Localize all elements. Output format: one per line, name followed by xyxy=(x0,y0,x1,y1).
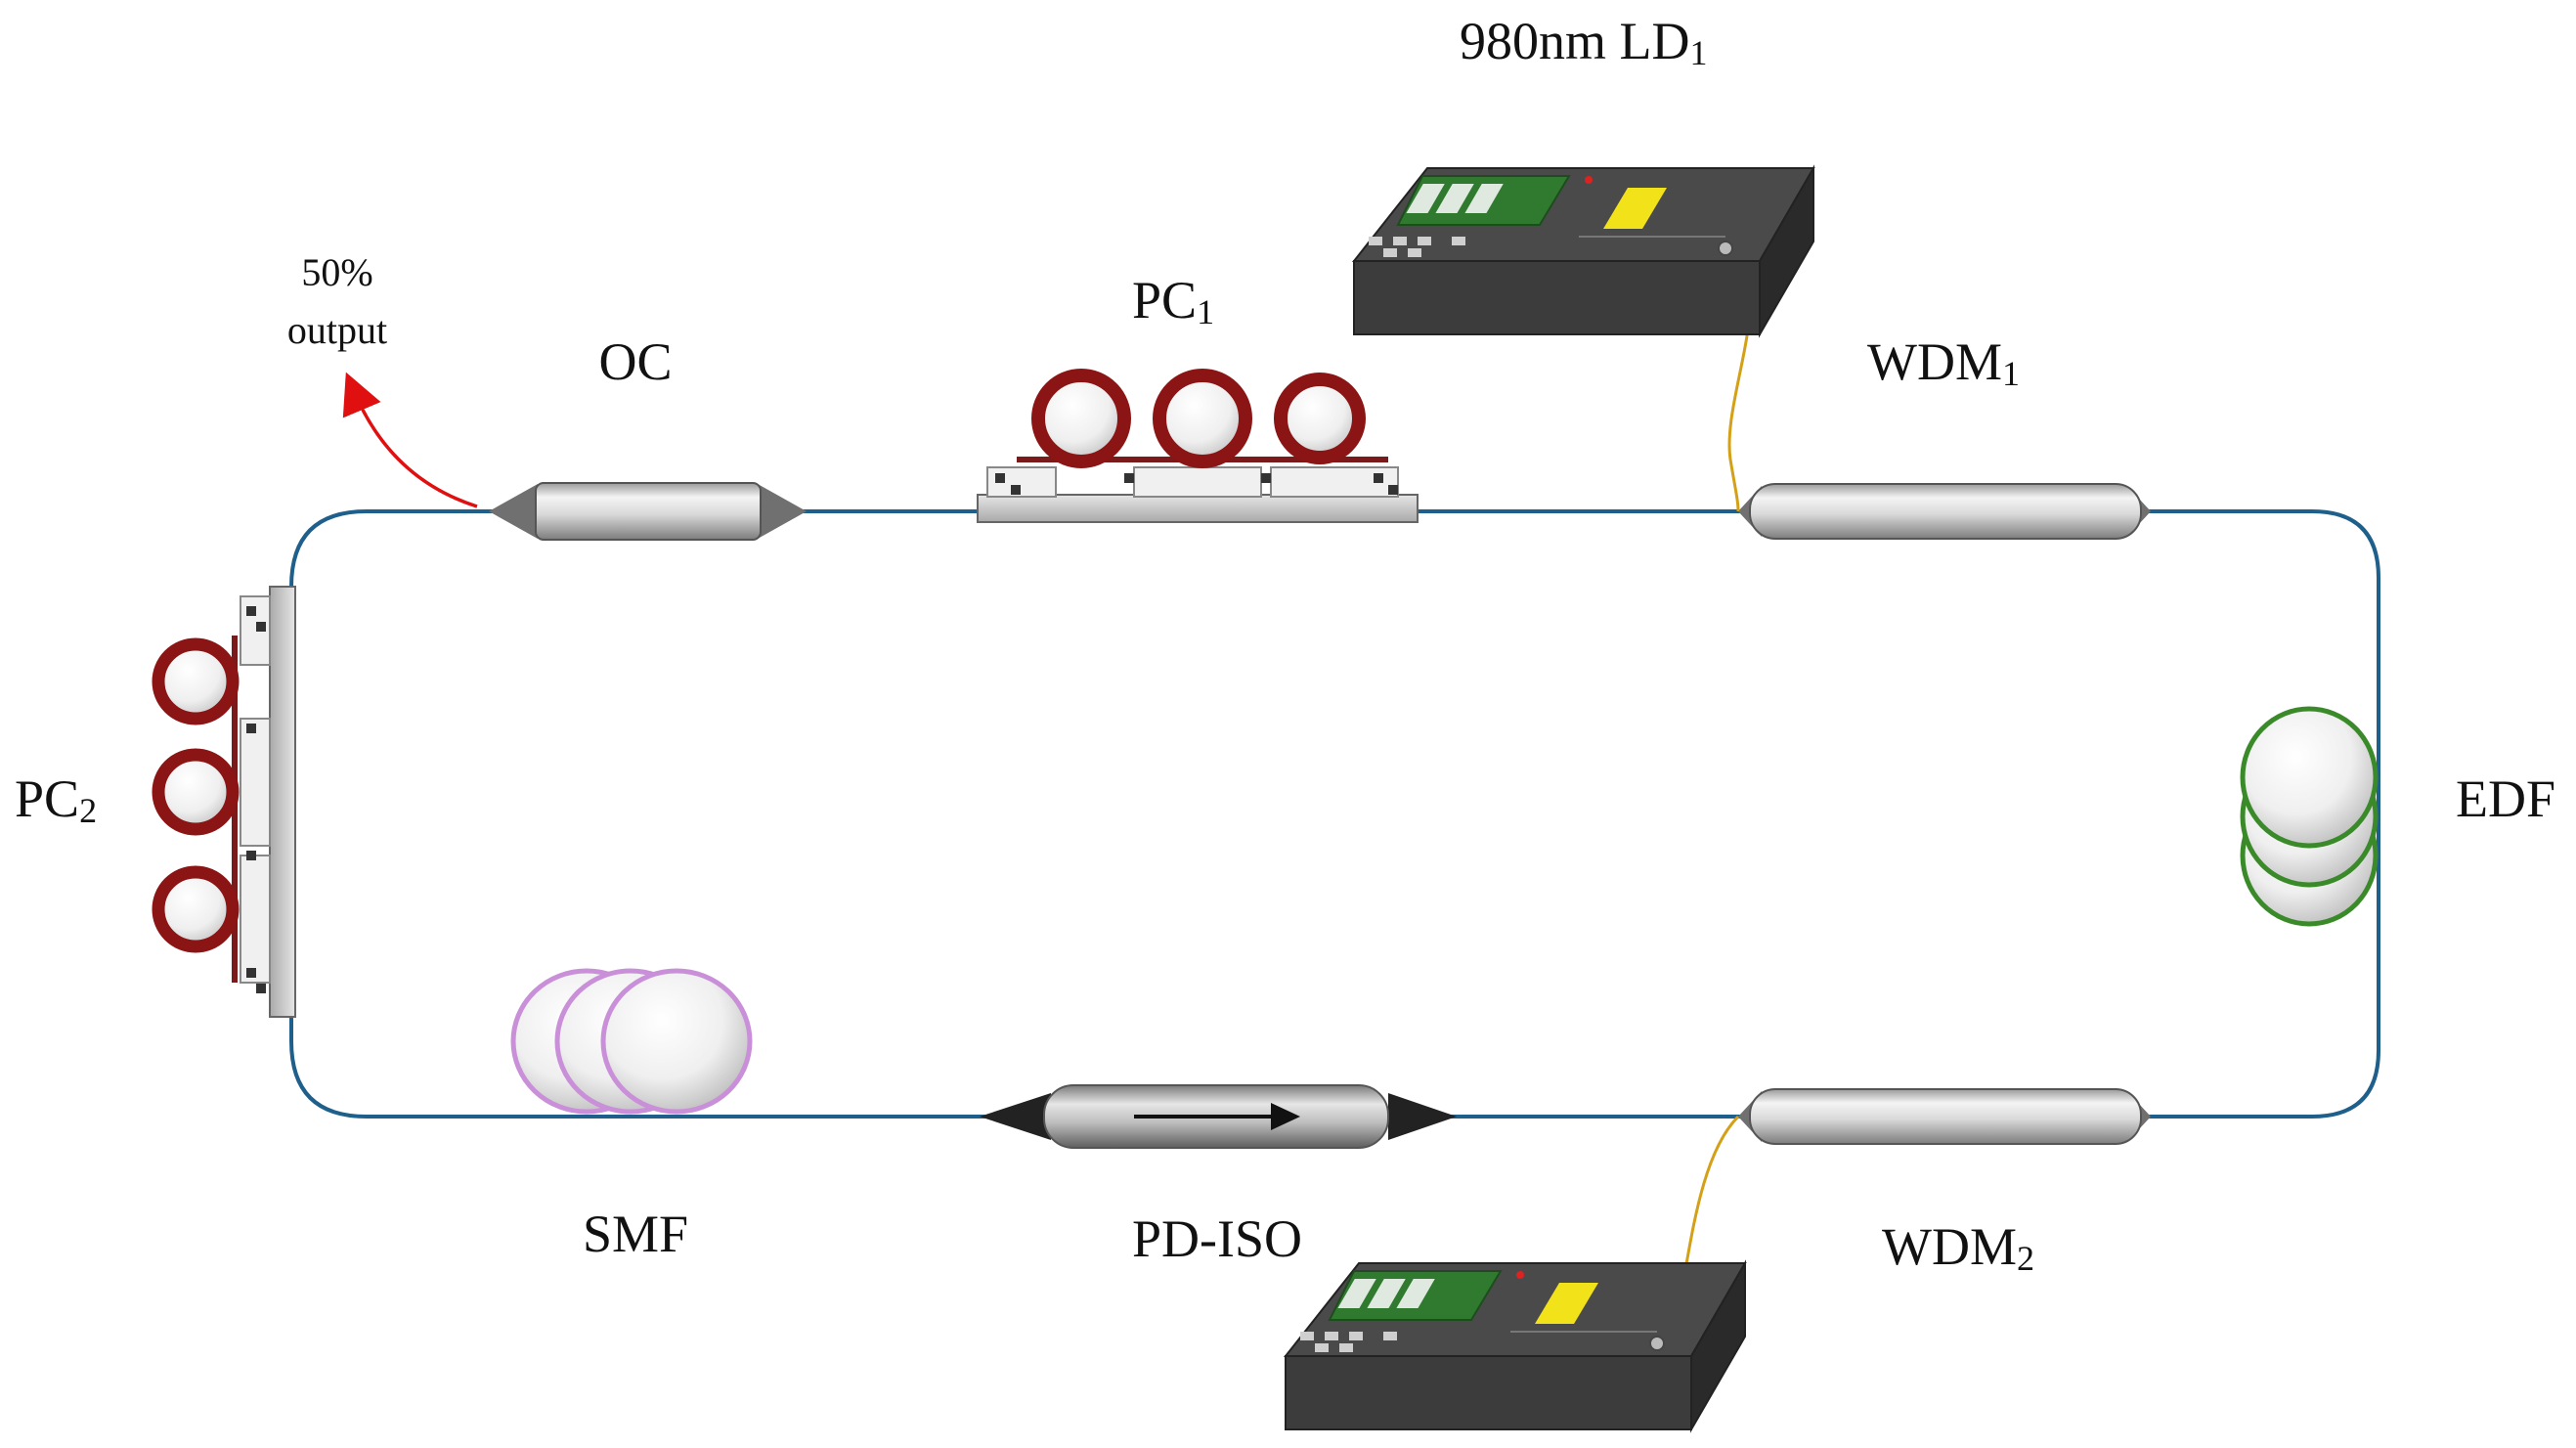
fiber-loop xyxy=(289,509,2380,1119)
label-oc: OC xyxy=(598,332,672,391)
label-smf: SMF xyxy=(583,1205,688,1263)
label-wdm1: WDM1 xyxy=(1867,332,2020,393)
optical-coupler xyxy=(489,482,807,541)
label-output-word: output xyxy=(287,308,387,352)
label-pd-iso: PD-ISO xyxy=(1132,1209,1302,1268)
label-wdm2: WDM2 xyxy=(1882,1217,2034,1278)
pd-isolator xyxy=(980,1084,1457,1149)
label-edf: EDF xyxy=(2456,769,2555,828)
label-980nm-ld1: 980nm LD1 xyxy=(1460,12,1708,72)
pump-pigtails xyxy=(1651,238,1752,1338)
laser-diode-unit-1 xyxy=(1353,167,1814,335)
polarization-controller-2 xyxy=(152,586,296,1018)
smf-coil xyxy=(510,968,753,1115)
wdm-1 xyxy=(1738,483,2151,540)
label-pc1: PC1 xyxy=(1132,271,1214,331)
label-output-percent: 50% xyxy=(301,250,372,294)
polarization-controller-1 xyxy=(977,369,1419,523)
wdm-2 xyxy=(1738,1088,2151,1145)
output-arrow xyxy=(342,372,478,508)
edf-coil xyxy=(2240,706,2379,927)
laser-diode-unit-2 xyxy=(1285,1262,1746,1430)
label-pc2: PC2 xyxy=(15,769,97,830)
